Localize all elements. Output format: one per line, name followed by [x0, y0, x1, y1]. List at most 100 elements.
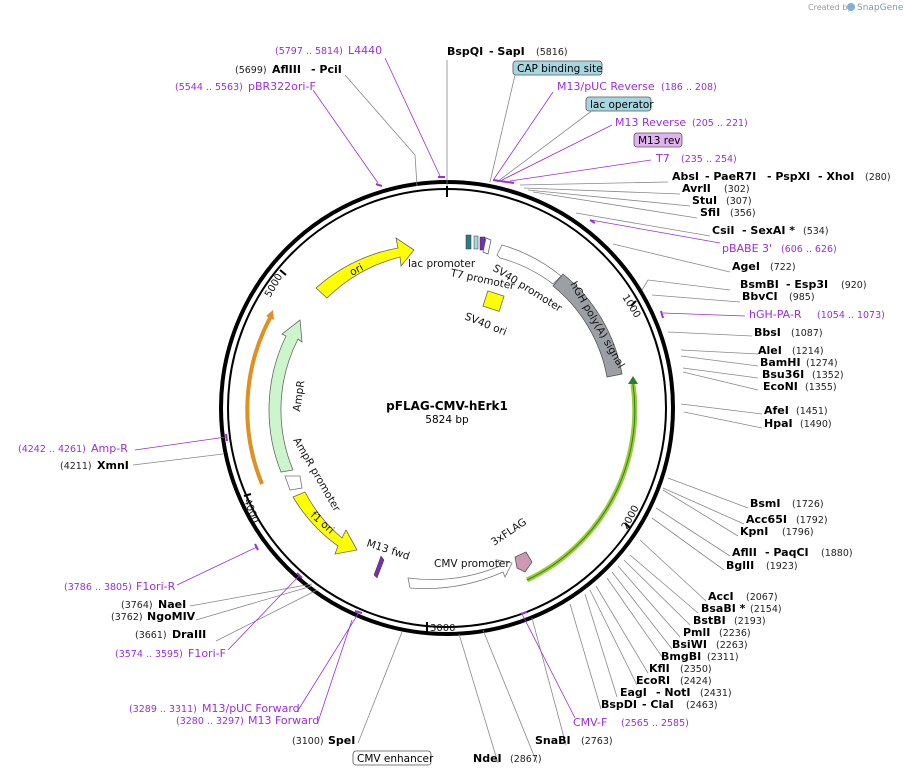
- site-leader-lines: [132, 60, 763, 764]
- site-bbvci-pos: (985): [789, 292, 815, 303]
- site-bsmi: BsmI: [750, 497, 781, 510]
- site-afei-pos: (1451): [796, 406, 828, 417]
- site-bsiwi-pos: (2263): [716, 640, 748, 651]
- site-afliii-top: AflIII: [272, 63, 301, 76]
- site-acci-pos: (2067): [746, 592, 778, 603]
- site-bsmbi: BsmBI: [740, 278, 779, 291]
- ampr-arrow: [268, 319, 303, 473]
- f1-ori-arrow: [292, 491, 358, 555]
- site-snabi: SnaBI: [535, 734, 571, 747]
- site-naei-pos: (3764): [121, 600, 153, 611]
- sv40-ori-box: [482, 290, 505, 312]
- primer-f1ori-f-pos: (3574 .. 3595): [115, 649, 183, 660]
- lac-promoter-label: lac promoter: [408, 258, 476, 270]
- site-acci: AccI: [708, 590, 734, 603]
- primer-hgh-pa-r: hGH-PA-R: [749, 308, 802, 321]
- site-bamhi: BamHI: [760, 356, 801, 369]
- hgh-polya-arrow: [552, 273, 623, 378]
- site-bsu36i-pos: (1352): [812, 370, 844, 381]
- tick-1000: [630, 300, 637, 307]
- primer-m13-forward-pos: (3280 .. 3297): [176, 716, 244, 727]
- site-xhoi: - XhoI: [818, 170, 854, 183]
- site-bsiwi: BsiWI: [672, 638, 707, 651]
- ampr-label: AmpR: [291, 380, 307, 413]
- plasmid-name: pFLAG-CMV-hErk1: [386, 399, 508, 413]
- primer-m13puc-fwd-pos: (3289 .. 3311): [129, 704, 197, 715]
- site-esp3i: - Esp3I: [786, 278, 828, 291]
- site-bspdi: BspDI: [601, 698, 637, 711]
- site-afei: AfeI: [764, 404, 789, 417]
- tick-label-1000: 1000: [619, 293, 642, 320]
- site-csii-pos: (534): [803, 226, 829, 237]
- site-bsabi-pos: (2154): [750, 604, 782, 615]
- site-kfli-pos: (2350): [680, 664, 712, 675]
- site-snabi-pos: (2763): [581, 736, 613, 747]
- ori-label: ori: [348, 262, 366, 279]
- primer-pbabe3: pBABE 3': [722, 242, 772, 255]
- primer-f1ori-f: F1ori-F: [188, 647, 226, 660]
- primer-hgh-pa-r-pos: (1054 .. 1073): [817, 310, 885, 321]
- primer-l4440: L4440: [348, 44, 382, 57]
- site-aflii: AflII: [732, 546, 757, 559]
- cmv-promoter-arrow: [407, 559, 513, 589]
- insert-arc: [525, 383, 638, 583]
- site-dra3: DraIII: [172, 628, 206, 641]
- plasmid-size: 5824 bp: [425, 414, 469, 426]
- cmv-enhancer-box: [352, 750, 432, 766]
- primer-m13puc-rev-pos: (186 .. 208): [661, 82, 717, 93]
- primer-m13puc-fwd: M13/pUC Forward: [202, 702, 300, 715]
- site-kpni-pos: (1796): [782, 527, 814, 538]
- lac-operator-label: lac operator: [590, 99, 654, 111]
- site-pmli-pos: (2236): [719, 628, 751, 639]
- primer-marks: [225, 176, 664, 615]
- primer-pbr322-pos: (5544 .. 5563): [175, 82, 243, 93]
- site-ecori: EcoRI: [636, 674, 670, 687]
- credit-text: Created by: [808, 3, 852, 12]
- site-noti: - NotI: [656, 686, 691, 699]
- site-ndei: NdeI: [473, 752, 502, 765]
- site-sfii: SfiI: [700, 206, 720, 219]
- primer-f1ori-r-pos: (3786 .. 3805): [64, 582, 132, 593]
- lac-operator-box: [585, 96, 652, 112]
- m13-fwd-mark: [373, 555, 385, 579]
- site-paqci: - PaqCI: [765, 546, 809, 559]
- brand-text: SnapGene: [857, 3, 904, 13]
- primer-pbabe3-pos: (606 .. 626): [781, 244, 837, 255]
- site-stui-pos: (307): [726, 196, 752, 207]
- site-bmgbi: BmgBI: [661, 650, 701, 663]
- flag-label: 3xFLAG: [489, 516, 529, 548]
- tick-5000: [279, 269, 287, 276]
- m13-rev-box: [633, 132, 683, 148]
- cap-site-mark: [465, 234, 472, 250]
- site-bglii: BglII: [726, 559, 754, 572]
- site-bbvci: BbvCI: [742, 290, 778, 303]
- site-bstbi: BstBI: [693, 614, 726, 627]
- site-ngomiv: NgoMIV: [147, 610, 196, 623]
- m13-rev-label: M13 rev: [638, 135, 681, 147]
- primer-cmv-f-pos: (2565 .. 2585): [621, 718, 689, 729]
- primer-amp-r-pos: (4242 .. 4261): [18, 444, 86, 455]
- site-pcii: - PciI: [311, 63, 342, 76]
- site-bsabi: BsaBI *: [701, 602, 746, 615]
- site-dra3-pos: (3661): [135, 630, 167, 641]
- flag-marker: [514, 551, 533, 573]
- site-naei: NaeI: [158, 598, 186, 611]
- site-sexai: - SexAI *: [742, 224, 795, 237]
- site-eagi: EagI: [620, 686, 647, 699]
- site-econi-pos: (1355): [805, 382, 837, 393]
- site-ecori-pos: (2424): [680, 676, 712, 687]
- sv40-ori-label: SV40 ori: [463, 311, 508, 339]
- tick-4000: [243, 493, 252, 497]
- ampr-orange-arrowhead: [266, 310, 274, 320]
- site-sfii-pos: (356): [730, 208, 756, 219]
- site-econi: EcoNI: [763, 380, 798, 393]
- primer-amp-r: Amp-R: [91, 442, 128, 455]
- site-pmli: PmlI: [683, 626, 710, 639]
- primer-m13puc-rev: M13/pUC Reverse: [557, 80, 655, 93]
- site-bsmi-pos: (1726): [792, 499, 824, 510]
- primer-leader-lines: [134, 57, 746, 723]
- site-hpai-pos: (1490): [800, 419, 832, 430]
- primer-t7-pos: (235 .. 254): [681, 154, 737, 165]
- site-hpai: HpaI: [764, 417, 793, 430]
- site-afliii-top-pos: (5699): [235, 65, 267, 76]
